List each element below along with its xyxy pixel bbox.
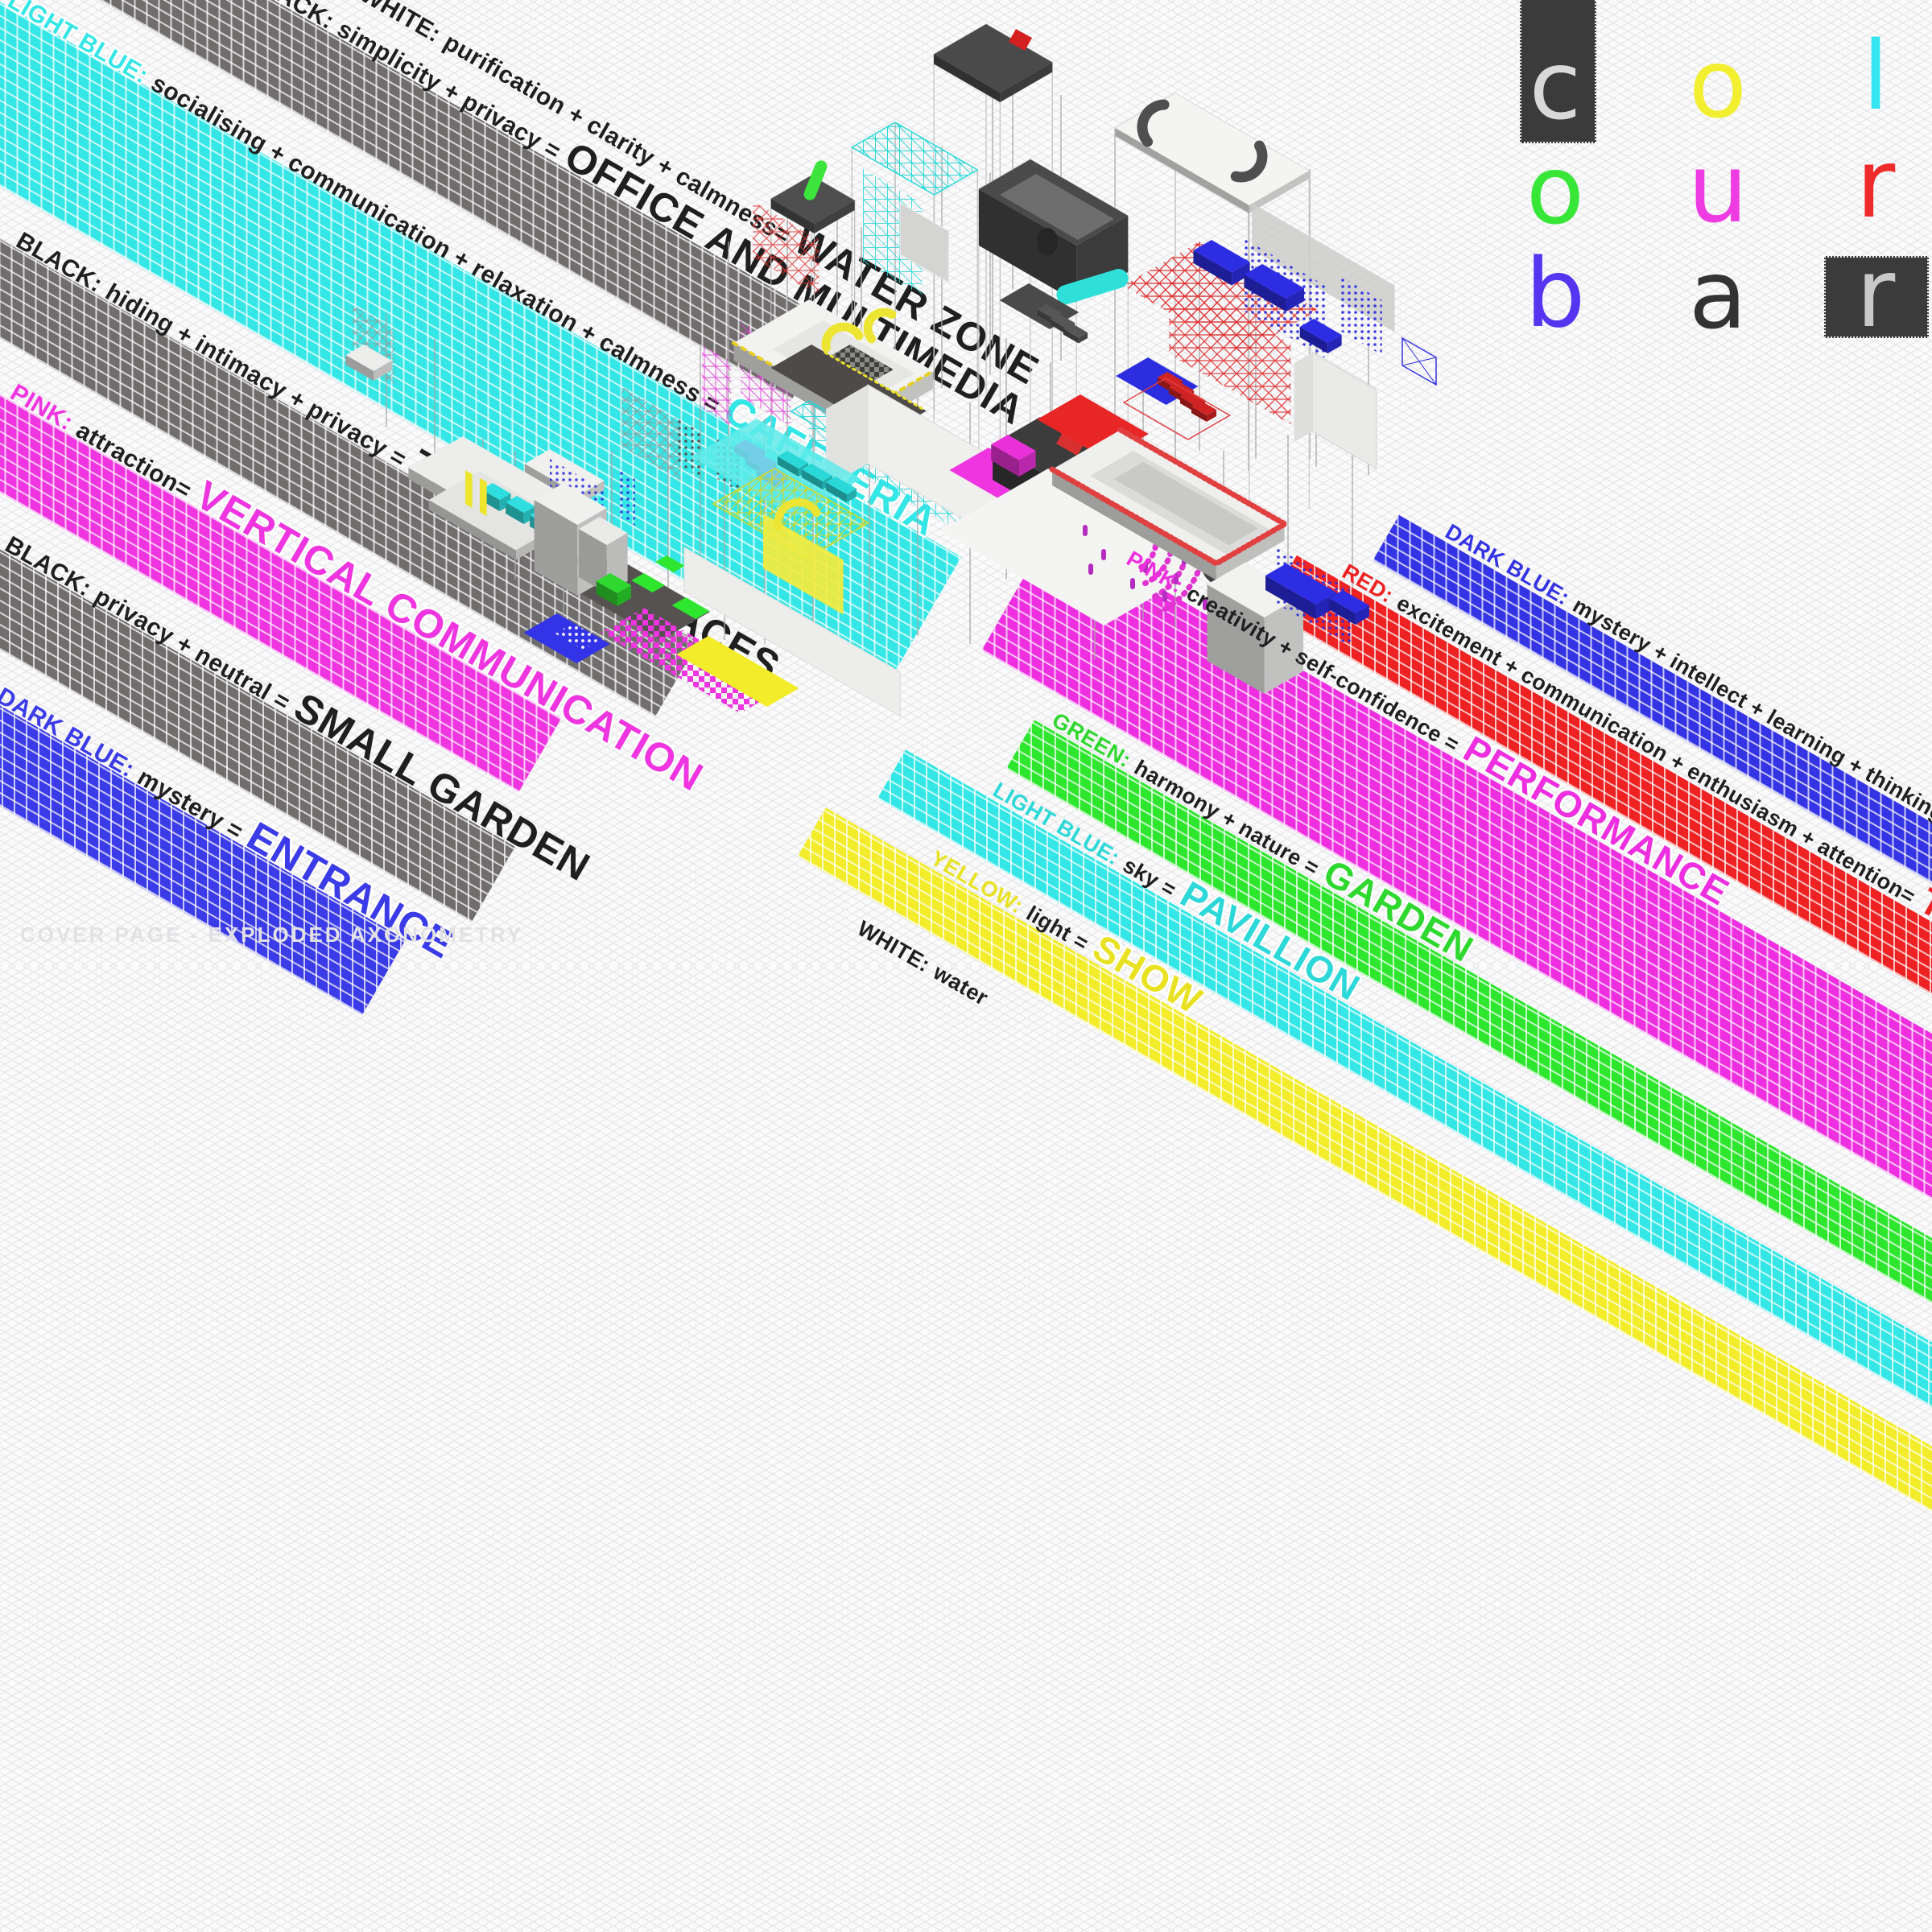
logo-letter-c: c	[1529, 30, 1582, 142]
logo-letter-l: l	[1862, 20, 1889, 132]
logo-letter-o2: o	[1525, 134, 1585, 246]
logo-letter-r2: r	[1856, 237, 1896, 349]
cover-caption: COVER PAGE - EXPLODED AXONOMETRY	[20, 923, 524, 947]
poster-canvas: { "logo": { "box_color": "#3B3B3B", "let…	[0, 0, 1932, 1666]
logo-letter-a: a	[1688, 239, 1748, 351]
logo-dark-box-bottom	[1824, 256, 1929, 338]
label-equation: water	[929, 960, 993, 1010]
logo-letter-r1: r	[1856, 128, 1896, 240]
logo-letter-o1: o	[1688, 28, 1748, 140]
logo-letter-b: b	[1525, 237, 1586, 349]
logo-dark-box-top	[1520, 0, 1596, 143]
logo-letter-u: u	[1687, 133, 1748, 245]
